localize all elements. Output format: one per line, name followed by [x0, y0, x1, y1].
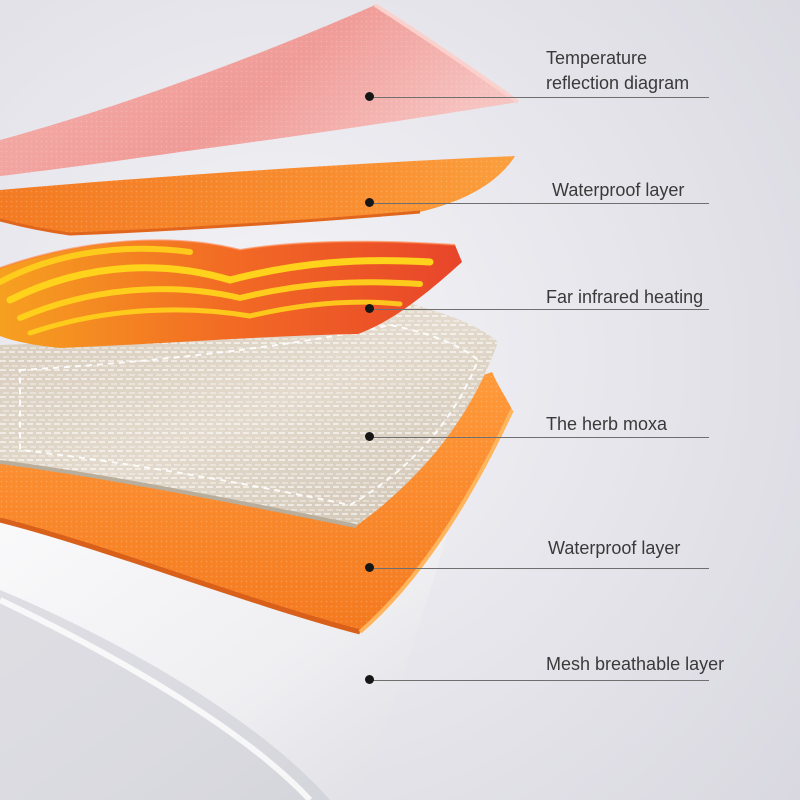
marker-dot-waterproof-top — [365, 198, 374, 207]
label-mesh-breathable: Mesh breathable layer — [546, 652, 724, 677]
marker-dot-far-infrared-heating — [365, 304, 374, 313]
leader-line-temperature-reflection — [370, 97, 709, 98]
label-waterproof-top: Waterproof layer — [552, 178, 684, 203]
leader-line-herb-moxa — [370, 437, 709, 438]
marker-dot-mesh-breathable — [365, 675, 374, 684]
label-temperature-reflection: Temperature reflection diagram — [546, 46, 689, 96]
marker-dot-herb-moxa — [365, 432, 374, 441]
label-herb-moxa: The herb moxa — [546, 412, 667, 437]
label-waterproof-bottom: Waterproof layer — [548, 536, 680, 561]
leader-line-waterproof-top — [370, 203, 709, 204]
leader-line-waterproof-bottom — [370, 568, 709, 569]
marker-dot-waterproof-bottom — [365, 563, 374, 572]
leader-line-mesh-breathable — [370, 680, 709, 681]
label-far-infrared-heating: Far infrared heating — [546, 285, 703, 310]
leader-line-far-infrared-heating — [370, 309, 709, 310]
marker-dot-temperature-reflection — [365, 92, 374, 101]
